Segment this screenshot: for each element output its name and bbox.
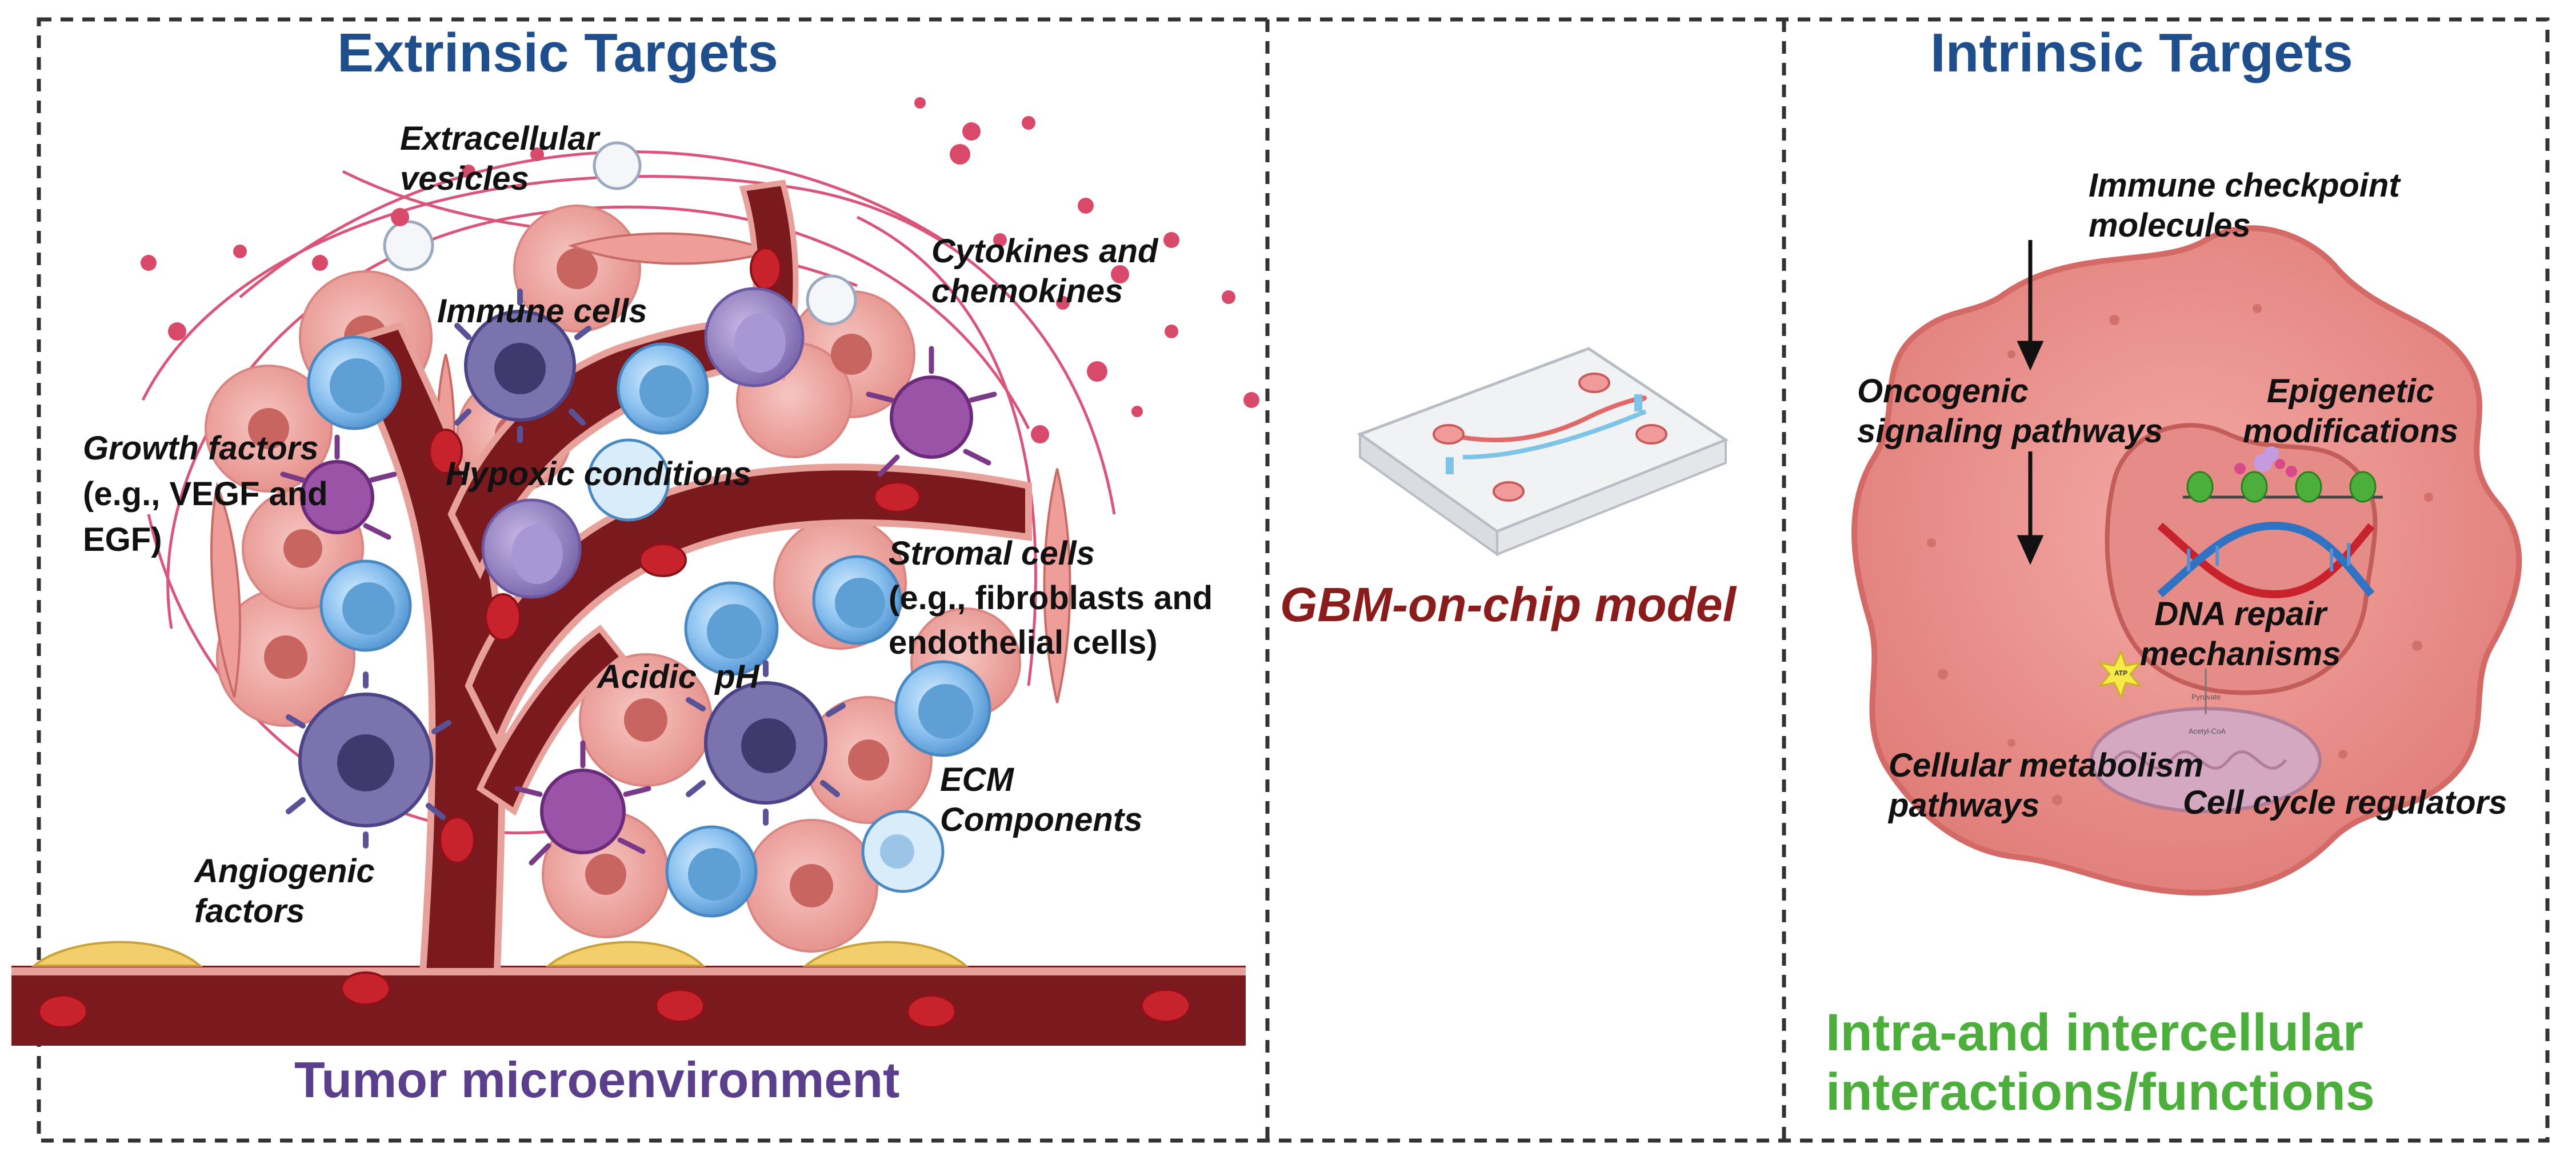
label-growth-factors: Growth factors (e.g., VEGF and EGF) [83,426,328,563]
label-line: endothelial cells) [889,624,1158,661]
label-dna-repair: DNA repair mechanisms [2140,594,2341,674]
label-immune-cells: Immune cells [437,293,647,330]
outer-border [37,17,2550,1143]
label-line: Cytokines and [931,233,1158,270]
label-metabolism: Cellular metabolism pathways [1889,746,2203,826]
label-stromal: Stromal cells (e.g., fibroblasts and end… [889,531,1213,665]
label-line: Growth factors [83,430,319,467]
cell-illustration [1851,225,2522,896]
cytokine-dots [141,97,1259,443]
label-line: EGF) [83,521,162,558]
label-line: Oncogenic [1857,373,2029,410]
label-line: pathways [1889,787,2040,824]
pyruvate-label: Pyruvate [2191,693,2221,701]
pathway-arrows [2017,240,2044,565]
chip-illustration [1357,347,1729,557]
label-line: ECM [940,761,1014,798]
tme-footer: Tumor microenvironment [294,1051,900,1108]
label-line: Cellular metabolism [1889,747,2204,784]
label-line: vesicles [400,160,529,197]
label-line: DNA repair [2154,595,2327,633]
label-line: Stromal cells [889,535,1095,572]
label-line: signaling pathways [1857,413,2163,450]
red-blood-cells [38,247,1191,1029]
label-oncogenic: Oncogenic signaling pathways [1857,371,2163,451]
label-line: mechanisms [2140,635,2341,673]
chip-label: GBM-on-chip model [1280,578,1736,631]
magenta-dendritic-cells [300,375,973,854]
extrinsic-title: Extrinsic Targets [337,22,778,83]
intrinsic-footer-line-1: Intra-and intercellular [1826,1003,2363,1062]
label-line: Components [940,801,1143,838]
label-line: modifications [2243,413,2459,450]
label-line: factors [194,893,305,930]
label-cytokines: Cytokines and chemokines [931,231,1158,311]
tme-illustration [11,97,1259,1046]
extracellular-vesicles [383,141,857,326]
intrinsic-title: Intrinsic Targets [1930,22,2353,83]
label-line: Extracellular [400,120,599,157]
label-line: (e.g., fibroblasts and [889,579,1213,617]
acetyl-coa-label: Acetyl-CoA [2189,727,2226,735]
label-line: Epigenetic [2266,373,2435,410]
label-cell-cycle: Cell cycle regulators [2183,784,2507,821]
intrinsic-footer: Intra-and intercellular interactions/fun… [1826,1003,2375,1122]
label-epigenetic: Epigenetic modifications [2243,371,2458,451]
endothelial-cells [31,941,969,967]
intrinsic-footer-line-2: interactions/functions [1826,1063,2375,1121]
label-extracellular-vesicles: Extracellular vesicles [400,119,599,199]
panel-borders [37,17,2550,1143]
atp-label: ATP [2114,669,2128,677]
label-acidic: Acidic pH [597,658,759,695]
label-hypoxic: Hypoxic conditions [446,455,751,493]
atp-burst [2098,649,2142,700]
label-line: Angiogenic [194,853,375,890]
cytoplasm-dots [1927,304,2433,805]
label-line: (e.g., VEGF and [83,475,328,513]
label-angiogenic: Angiogenic factors [194,851,375,931]
label-line: chemokines [931,273,1123,310]
dendritic-spikes [286,289,846,849]
label-line: Immune checkpoint [2089,167,2400,204]
label-ecm: ECM Components [940,760,1142,840]
label-line: molecules [2089,207,2251,244]
label-checkpoint: Immune checkpoint molecules [2089,166,2400,246]
lymphocyte-nuclei [330,358,973,901]
